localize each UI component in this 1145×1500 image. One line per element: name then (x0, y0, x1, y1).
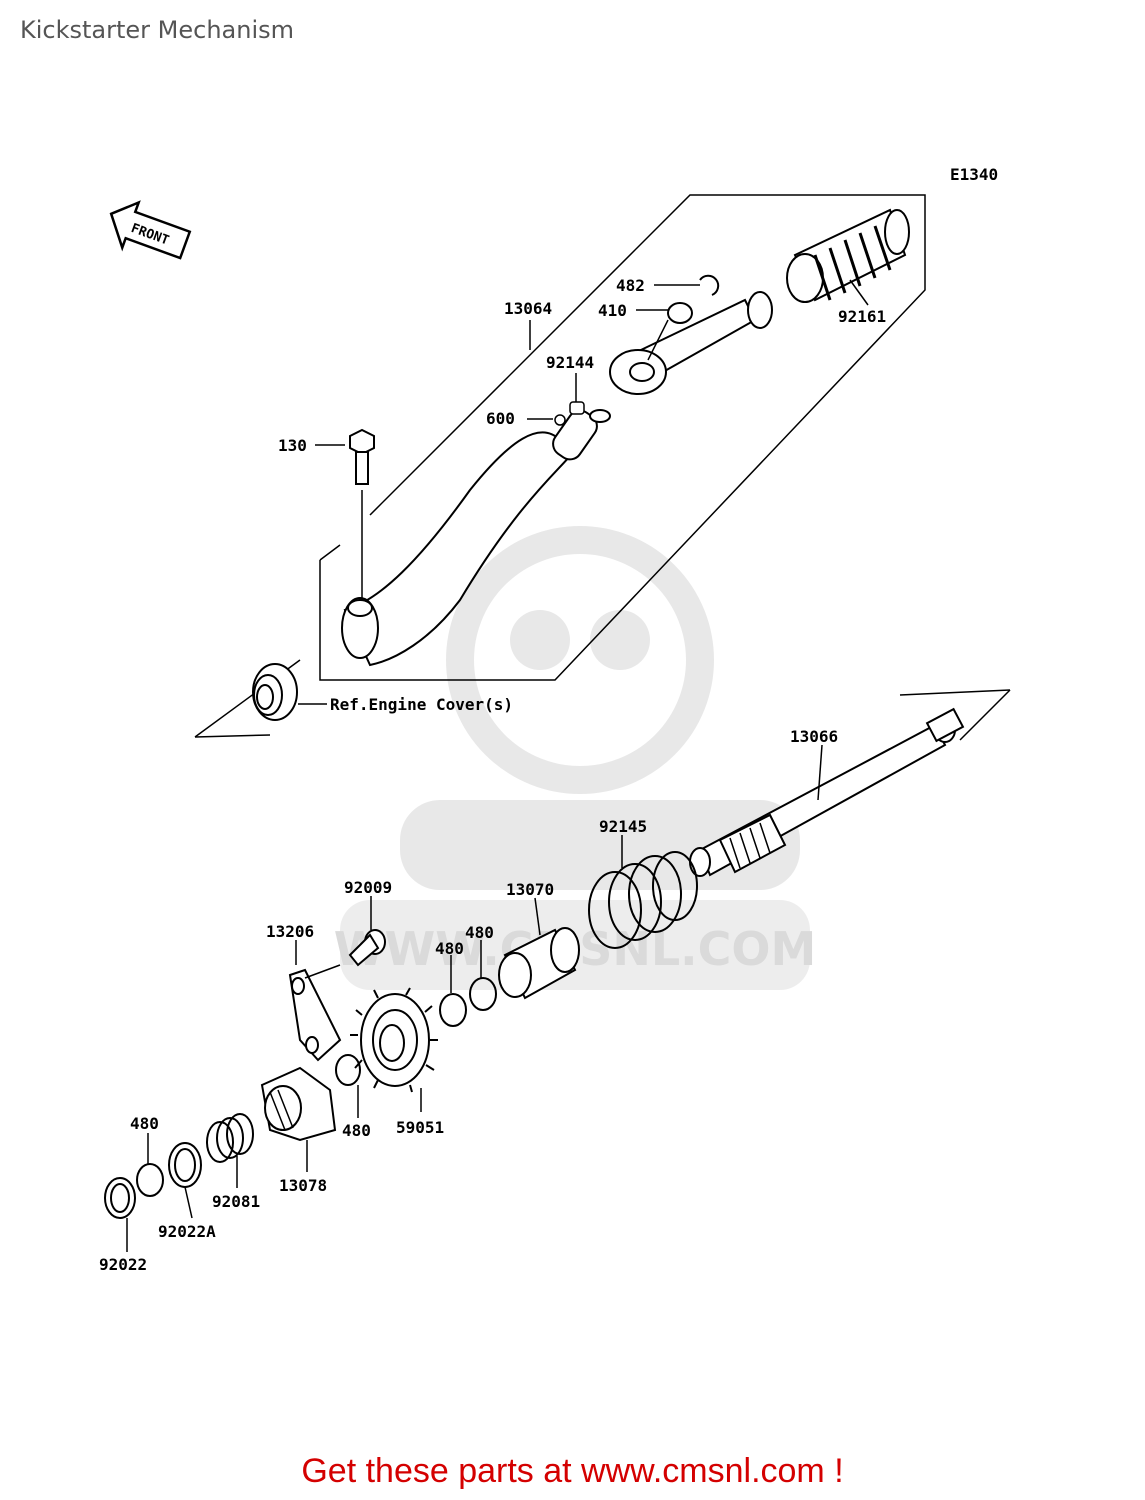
circlip-480-bottom (136, 1163, 164, 1197)
label-92144: 92144 (546, 353, 594, 372)
footer-link-text[interactable]: Get these parts at www.cmsnl.com ! (301, 1452, 844, 1490)
label-92081: 92081 (212, 1192, 260, 1211)
label-92022: 92022 (99, 1255, 147, 1274)
ball-600 (554, 414, 566, 426)
torsion-spring-92145 (588, 851, 698, 949)
washer-92022 (104, 1177, 136, 1219)
label-13066: 13066 (790, 727, 838, 746)
label-59051: 59051 (396, 1118, 444, 1137)
oil-seal (252, 663, 298, 721)
diagram-code: E1340 (950, 165, 998, 184)
label-13078: 13078 (279, 1176, 327, 1195)
bolt-92009 (348, 929, 386, 967)
footer-link[interactable]: Get these parts at www.cmsnl.com ! (0, 1452, 1145, 1491)
washer-92022a (168, 1142, 202, 1188)
kick-lever (609, 291, 773, 395)
label-480-d: 480 (130, 1114, 159, 1133)
page-title: Kickstarter Mechanism (20, 16, 295, 44)
kick-pedal-arm (341, 409, 611, 667)
label-600: 600 (486, 409, 515, 428)
label-13064: 13064 (504, 299, 552, 318)
label-13070: 13070 (506, 880, 554, 899)
ratchet-guide-13206 (288, 968, 342, 1062)
label-92145: 92145 (599, 817, 647, 836)
label-410: 410 (598, 301, 627, 320)
e-clip-482 (699, 274, 720, 296)
kick-shaft-frame (899, 689, 1011, 741)
circlip-480-upper-b (439, 993, 467, 1027)
label-92022a: 92022A (158, 1222, 216, 1241)
ref-engine-cover-note: Ref.Engine Cover(s) (330, 695, 513, 714)
label-480-c: 480 (342, 1121, 371, 1140)
grip-rubber (786, 208, 910, 303)
circlip-480-upper-a (469, 977, 497, 1011)
collar-13070 (498, 927, 580, 1000)
gear-59051 (350, 987, 438, 1093)
label-92161: 92161 (838, 307, 886, 326)
front-arrow-icon: FRONT (109, 200, 192, 260)
label-130: 130 (278, 436, 307, 455)
label-480-b: 480 (435, 939, 464, 958)
label-13206: 13206 (266, 922, 314, 941)
kick-shaft (689, 707, 965, 877)
circlip-480-lower (335, 1054, 361, 1086)
leader-lines (126, 279, 869, 1252)
spring-92144 (569, 401, 585, 415)
ratchet-13078 (260, 1066, 337, 1142)
label-482: 482 (616, 276, 645, 295)
washer-410 (667, 302, 693, 324)
spring-92081 (206, 1113, 254, 1163)
label-480-a: 480 (465, 923, 494, 942)
bolt-130 (349, 428, 375, 600)
label-92009: 92009 (344, 878, 392, 897)
